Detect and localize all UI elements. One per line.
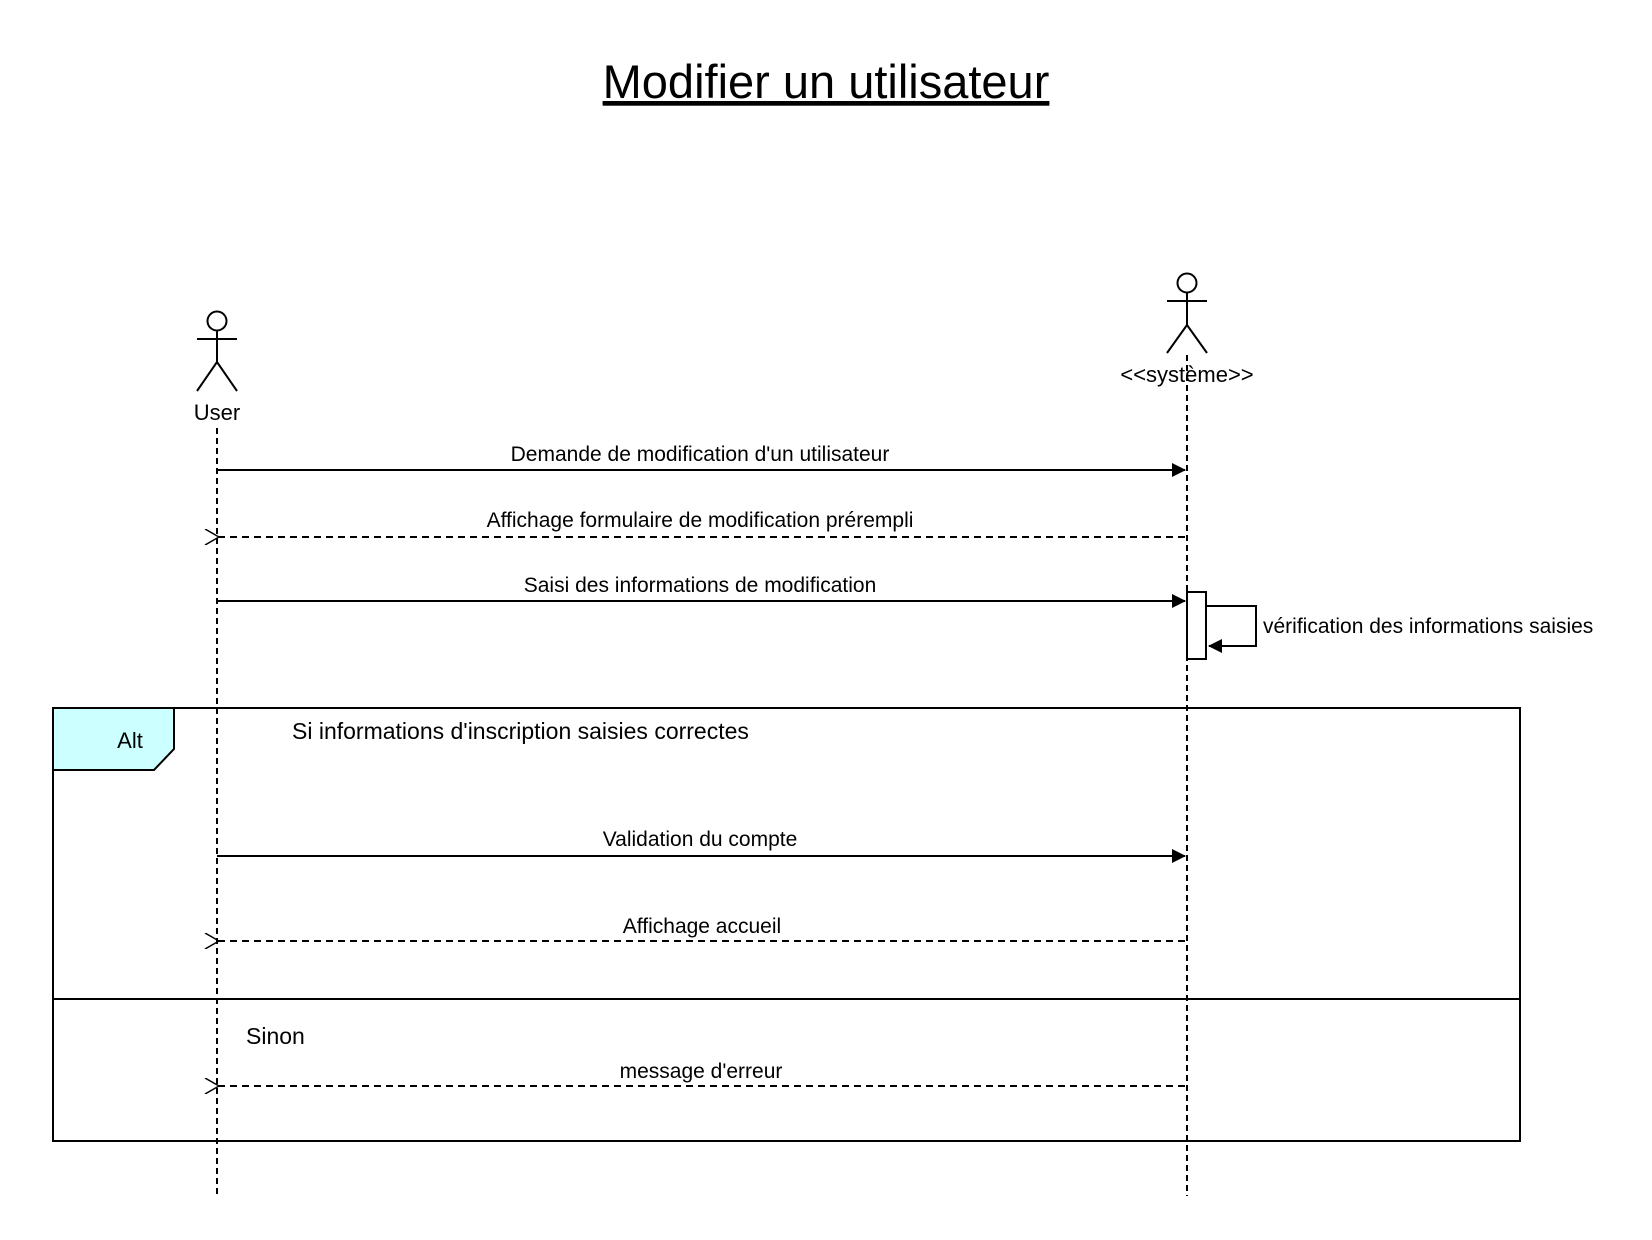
- alt-fragment-frame: [52, 707, 1521, 1142]
- actor-system-head: [1176, 272, 1198, 294]
- actor-system-leg-left: [1166, 324, 1188, 354]
- page-title: Modifier un utilisateur: [603, 55, 1050, 108]
- actor-user-head: [206, 310, 228, 332]
- alt-fragment-tag-label: Alt: [117, 728, 143, 753]
- activation-bar: [1186, 591, 1207, 660]
- alt-fragment-tag: [52, 707, 175, 771]
- actor-system: [1166, 272, 1208, 354]
- message-2-label: Affichage formulaire de modification pré…: [487, 509, 914, 532]
- message-6-label: message d'erreur: [620, 1060, 783, 1083]
- self-message-arrow: [1206, 605, 1257, 653]
- actor-system-leg-right: [1186, 324, 1208, 354]
- actor-user: [196, 310, 238, 392]
- actor-user-leg-left: [196, 361, 218, 392]
- self-message-label: vérification des informations saisies: [1263, 615, 1593, 638]
- message-1-label: Demande de modification d'un utilisateur: [511, 443, 890, 466]
- message-5-label: Affichage accueil: [623, 915, 781, 938]
- actor-user-label: User: [194, 400, 240, 425]
- message-3-label: Saisi des informations de modification: [524, 574, 877, 597]
- actor-user-leg-right: [216, 361, 238, 392]
- alt-guard-else: Sinon: [246, 1023, 305, 1049]
- actor-system-label: <<système>>: [1120, 362, 1253, 387]
- alt-guard-if: Si informations d'inscription saisies co…: [292, 718, 749, 744]
- message-4-label: Validation du compte: [603, 828, 798, 851]
